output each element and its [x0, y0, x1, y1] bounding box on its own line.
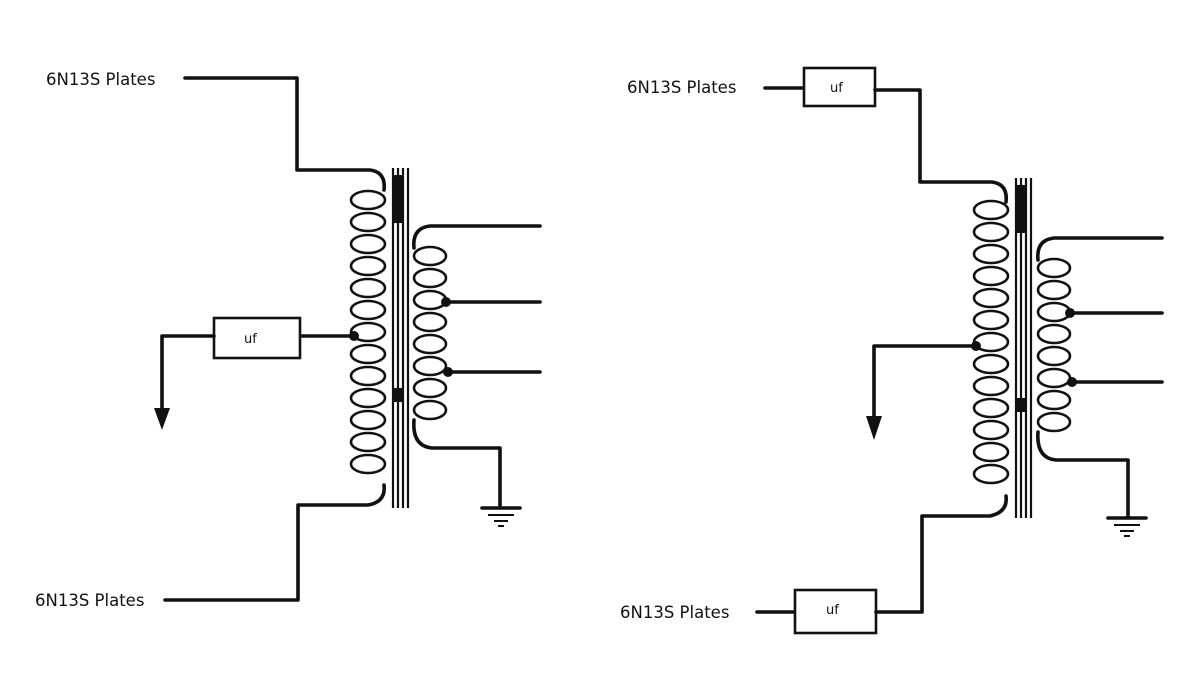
left-bottom-plates-label: 6N13S Plates [35, 591, 144, 610]
left-ground-icon [480, 506, 522, 527]
right-primary-winding [972, 199, 1010, 485]
left-arrow-down-icon [154, 408, 170, 430]
left-diagram: 6N13S Plates 6N13S Plates [35, 70, 542, 610]
right-diagram: 6N13S Plates 6N13S Plates uf uf [620, 66, 1164, 635]
right-center-tap-wire [872, 344, 978, 430]
right-ground-icon [1106, 516, 1148, 537]
right-top-capacitor [802, 66, 877, 108]
left-bottom-plate-wire [163, 483, 386, 602]
left-secondary-top-wire [412, 224, 542, 250]
left-capacitor-label: uf [244, 332, 257, 347]
right-top-capacitor-label: uf [830, 81, 843, 96]
right-secondary-ground-wire [1036, 430, 1130, 518]
right-top-plates-label: 6N13S Plates [627, 78, 736, 97]
left-primary-winding [349, 189, 387, 475]
left-capacitor [212, 316, 302, 360]
left-capacitor-return-wire [160, 334, 216, 424]
right-secondary-winding [1036, 257, 1072, 433]
left-top-plate-wire [183, 76, 387, 192]
right-top-plate-wire [873, 88, 1009, 204]
right-secondary-top-wire [1036, 236, 1164, 262]
left-secondary-ground-wire [412, 418, 502, 508]
right-bottom-capacitor [793, 588, 878, 635]
right-bottom-plate-wire [874, 494, 1008, 614]
left-transformer-core [391, 168, 410, 508]
left-top-plates-label: 6N13S Plates [46, 70, 155, 89]
right-bottom-capacitor-label: uf [826, 603, 839, 618]
right-arrow-down-icon [866, 416, 882, 440]
right-transformer-core [1014, 178, 1033, 518]
left-secondary-winding [412, 245, 448, 421]
right-bottom-plates-label: 6N13S Plates [620, 603, 729, 622]
